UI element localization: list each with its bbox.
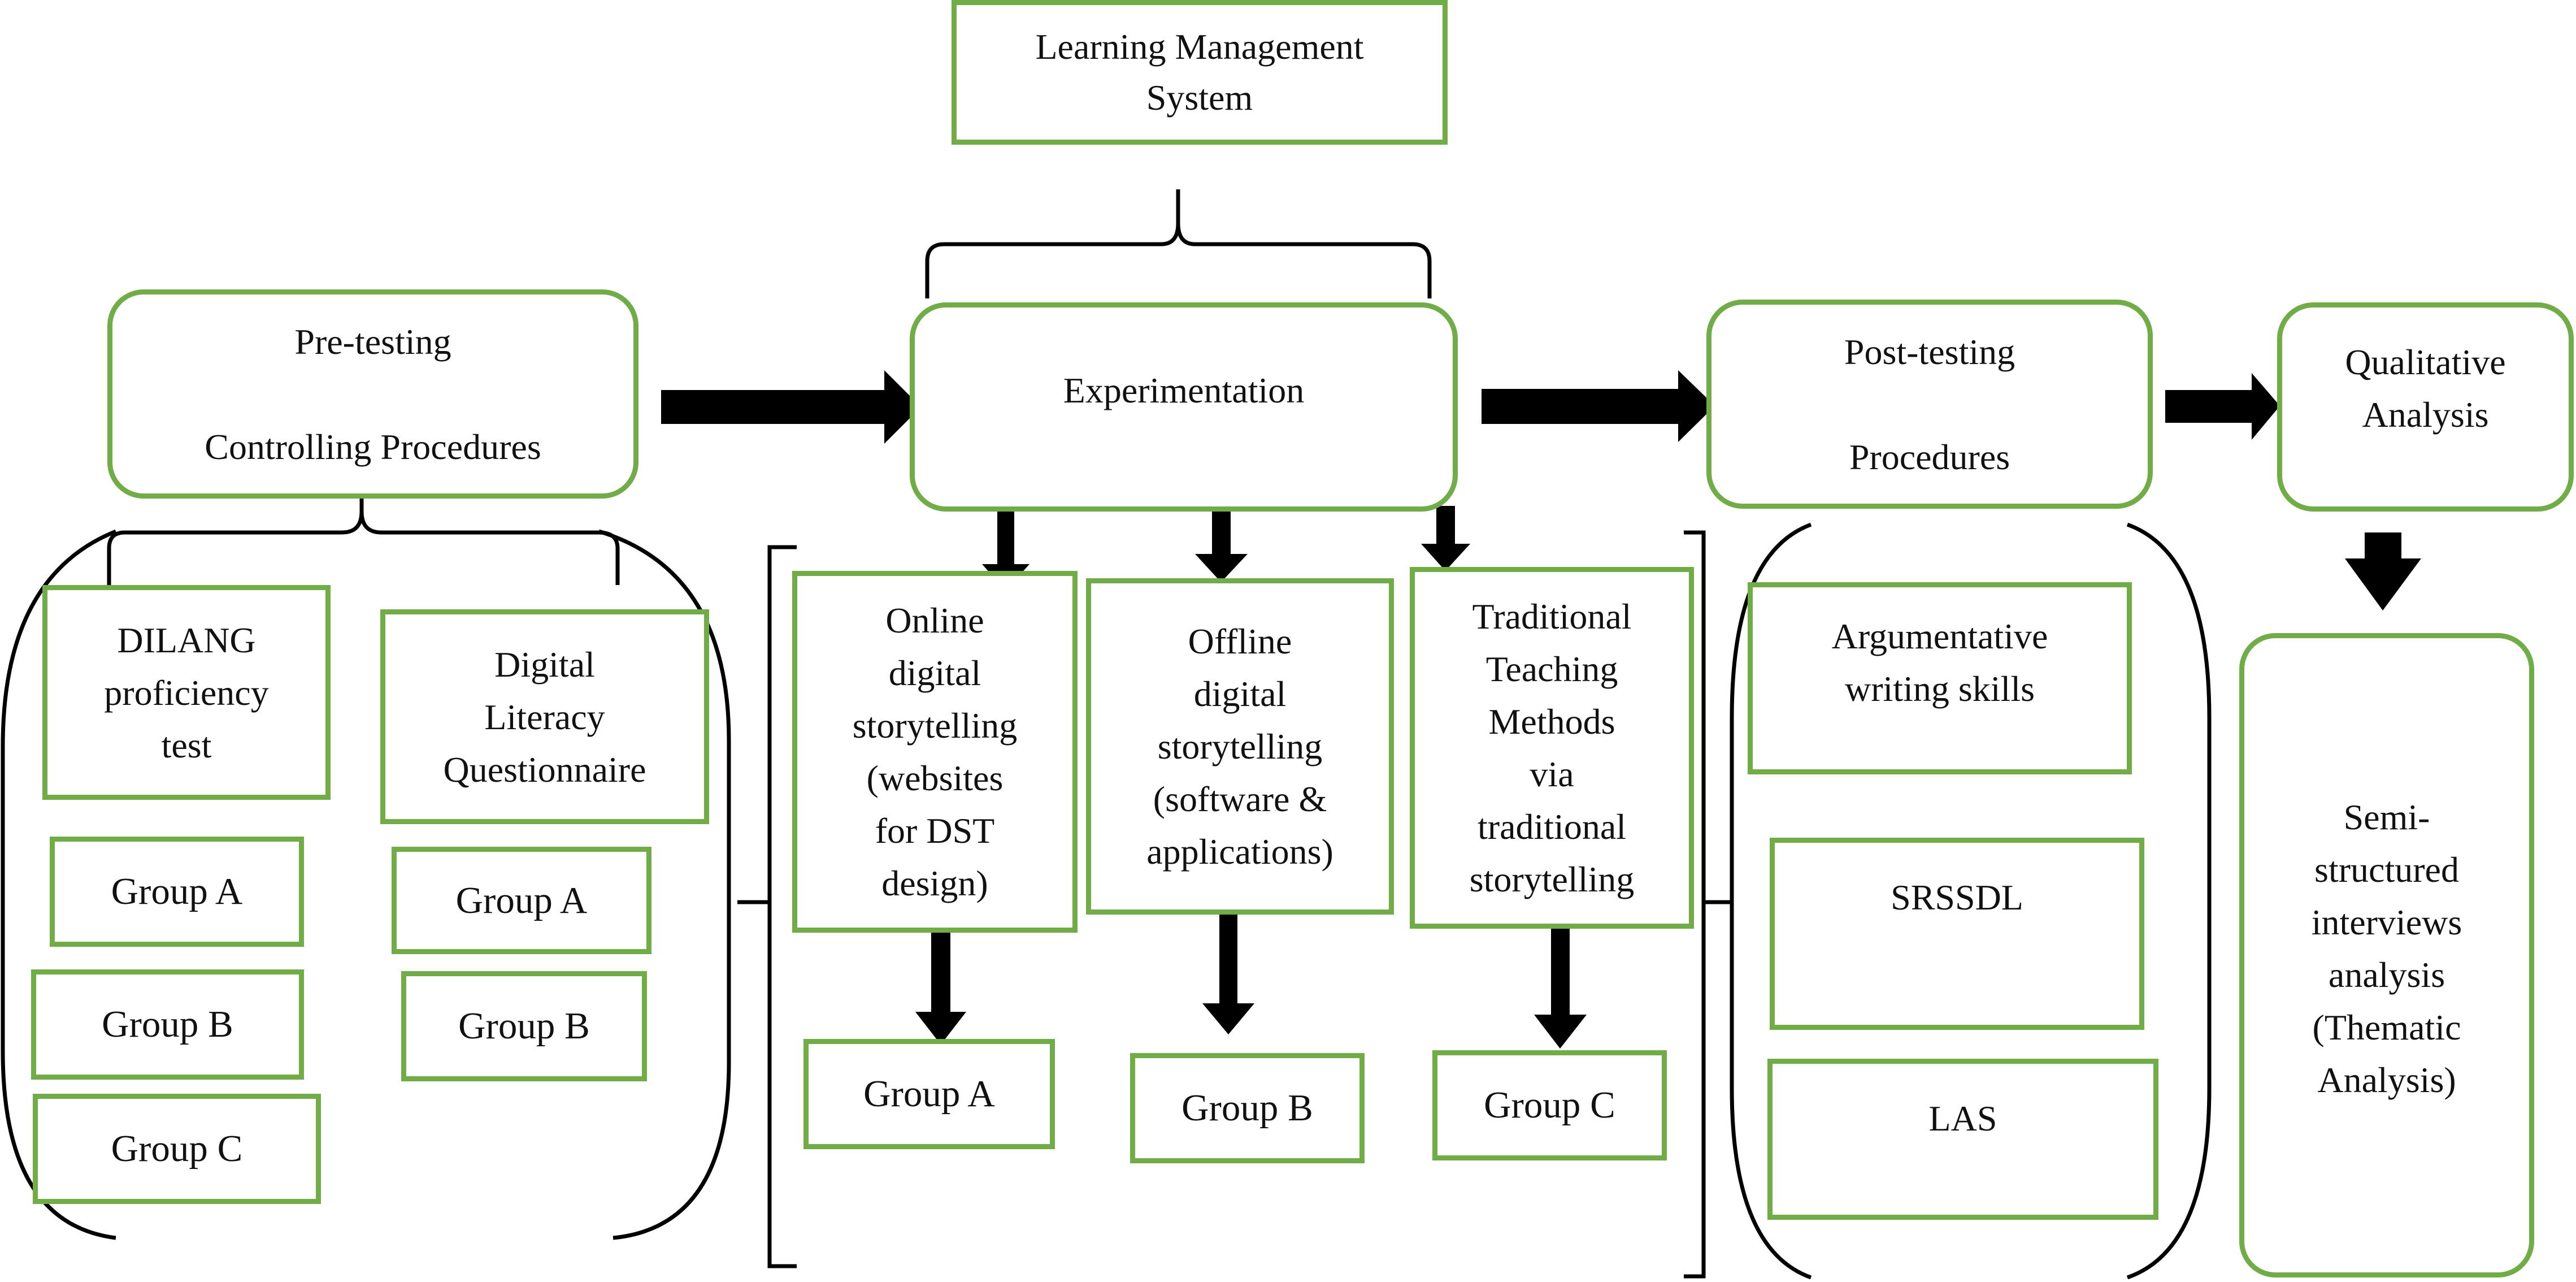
arrow-offline-to-group-b <box>1202 910 1254 1034</box>
arrow-posttest-to-qualitative <box>2165 373 2280 440</box>
experimentation-bracket-left <box>767 545 797 1268</box>
group-label: Group B <box>458 1005 590 1047</box>
arrow-exp-to-offline <box>1195 506 1248 582</box>
dilang-group-a: Group A <box>50 837 304 947</box>
pretesting-brace <box>107 492 620 585</box>
group-label: Group B <box>102 1003 233 1045</box>
lms-brace <box>925 189 1432 298</box>
arrow-exp-to-online <box>982 509 1029 591</box>
interviews-box: Semi- structured interviews analysis (Th… <box>2239 633 2534 1277</box>
argumentative-box: Argumentative writing skills <box>1748 582 2132 774</box>
group-label: Group A <box>455 879 588 921</box>
offline-dst-box: Offline digital storytelling (software &… <box>1086 578 1394 915</box>
pretesting-box: Pre-testing Controlling Procedures <box>107 289 638 499</box>
srssdl-label: SRSSDL <box>1891 877 2023 917</box>
literacy-group-a: Group A <box>392 847 651 954</box>
interviews-label: Semi- structured interviews analysis (Th… <box>2311 797 2462 1100</box>
dilang-group-c: Group C <box>33 1094 321 1204</box>
arrow-exp-to-traditional <box>1421 506 1470 571</box>
online-dst-box: Online digital storytelling (websites fo… <box>792 571 1078 933</box>
dilang-label: DILANG proficiency test <box>104 620 269 765</box>
experiment-group-b: Group B <box>1130 1053 1365 1163</box>
experiment-group-c: Group C <box>1432 1050 1667 1160</box>
arrow-online-to-group-a <box>915 919 966 1045</box>
traditional-box: Traditional Teaching Methods via traditi… <box>1410 567 1694 929</box>
posttesting-label: Post-testing Procedures <box>1844 331 2015 477</box>
traditional-label: Traditional Teaching Methods via traditi… <box>1469 596 1635 899</box>
group-label: Group C <box>1484 1084 1615 1126</box>
experimentation-box: Experimentation <box>910 302 1458 512</box>
literacy-group-b: Group B <box>401 971 647 1081</box>
experiment-group-a: Group A <box>803 1039 1055 1149</box>
arrow-experiment-to-posttest <box>1482 370 1715 442</box>
pretesting-left-paren <box>1 529 117 1240</box>
digital-literacy-box: Digital Literacy Questionnaire <box>380 609 709 824</box>
argumentative-label: Argumentative writing skills <box>1831 616 2048 709</box>
posttesting-right-paren <box>2126 522 2212 1280</box>
posttesting-box: Post-testing Procedures <box>1706 300 2153 509</box>
digital-literacy-label: Digital Literacy Questionnaire <box>443 644 646 790</box>
group-label: Group C <box>111 1128 243 1170</box>
dilang-group-b: Group B <box>31 969 304 1080</box>
qualitative-box: Qualitative Analysis <box>2277 302 2574 512</box>
pretesting-label: Pre-testing Controlling Procedures <box>205 321 541 467</box>
arrow-qualitative-down <box>2345 532 2421 610</box>
online-dst-label: Online digital storytelling (websites fo… <box>852 600 1018 903</box>
group-label: Group A <box>863 1073 995 1115</box>
experimentation-bracket-right <box>1684 530 1706 1279</box>
experimentation-label: Experimentation <box>1063 370 1305 410</box>
group-label: Group A <box>111 870 243 912</box>
lms-box: Learning Management System <box>952 0 1448 145</box>
srssdl-box: SRSSDL <box>1770 838 2144 1030</box>
dilang-box: DILANG proficiency test <box>42 585 331 800</box>
arrow-traditional-to-group-c <box>1534 926 1587 1049</box>
offline-dst-label: Offline digital storytelling (software &… <box>1146 621 1333 872</box>
lms-label: Learning Management System <box>1035 27 1364 118</box>
qualitative-label: Qualitative Analysis <box>2345 342 2506 435</box>
arrow-pretest-to-experiment <box>661 370 921 444</box>
group-label: Group B <box>1181 1087 1313 1129</box>
las-box: LAS <box>1767 1059 2158 1220</box>
las-label: LAS <box>1928 1098 1997 1138</box>
posttesting-left-paren <box>1730 522 1812 1280</box>
pretesting-right-paren <box>598 529 731 1240</box>
